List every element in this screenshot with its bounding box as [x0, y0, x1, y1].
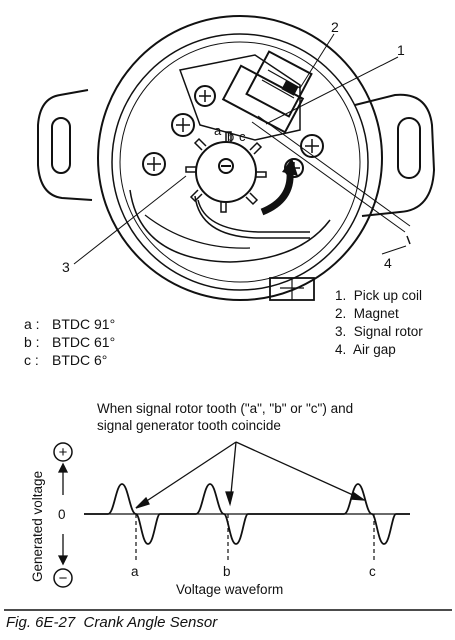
y-axis-label: Generated voltage — [30, 471, 45, 582]
screw-2 — [171, 113, 195, 137]
screw-1 — [194, 85, 216, 107]
zero-label: 0 — [58, 507, 66, 522]
timing-value-a: BTDC 91° — [52, 316, 115, 332]
note-arrows — [135, 441, 367, 509]
timing-value-c: BTDC 6° — [52, 352, 107, 368]
magnet-block — [245, 50, 313, 118]
callout-2: 2 — [331, 19, 339, 35]
marker-a: a — [131, 564, 139, 579]
rotation-arrow — [260, 171, 294, 216]
screw-4 — [142, 152, 166, 176]
down-arrow-icon — [57, 534, 69, 566]
x-axis-label: Voltage waveform — [176, 582, 283, 597]
legend-item-1: 1. Pick up coil — [335, 288, 422, 303]
sensor-drawing — [37, 15, 436, 301]
callout-4: 4 — [384, 255, 392, 271]
plus-symbol: + — [59, 444, 68, 461]
legend-item-2: 2. Magnet — [335, 306, 399, 321]
signal-rotor — [185, 131, 267, 213]
figure-caption: Fig. 6E-27 Crank Angle Sensor — [6, 614, 218, 631]
tooth-label-b: b — [227, 129, 234, 144]
timing-list: a : BTDC 91° b : BTDC 61° c : BTDC 6° — [24, 316, 115, 368]
timing-value-b: BTDC 61° — [52, 334, 115, 350]
tooth-label-a: a — [214, 123, 222, 138]
right-slot — [397, 117, 421, 179]
housing-outer — [97, 15, 383, 301]
note-line-1: When signal rotor tooth ("a", "b" or "c"… — [97, 401, 353, 416]
waveform-plot: a b c Generated voltage + − 0 Voltage wa… — [30, 442, 410, 597]
callout-1: 1 — [397, 42, 405, 58]
screw-3 — [300, 134, 324, 158]
callout-3: 3 — [62, 259, 70, 275]
left-mounting-ear — [37, 89, 93, 201]
marker-b: b — [223, 564, 231, 579]
timing-key-a: a : — [24, 316, 40, 332]
base-plate — [129, 189, 331, 263]
timing-key-c: c : — [24, 352, 39, 368]
minus-symbol-circle — [53, 568, 73, 588]
callout-leaders — [73, 33, 407, 265]
tooth-label-c: c — [239, 129, 246, 144]
wire-harness — [194, 195, 310, 239]
minus-symbol: − — [59, 570, 68, 587]
plus-symbol-circle — [53, 442, 73, 462]
legend-item-4: 4. Air gap — [335, 342, 396, 357]
coil-block — [221, 64, 305, 134]
parts-legend: 1. Pick up coil 2. Magnet 3. Signal roto… — [335, 288, 423, 357]
marker-c: c — [369, 564, 376, 579]
housing-inner — [111, 33, 369, 291]
pickup-plate — [178, 54, 301, 141]
housing-rim — [119, 41, 361, 283]
note-line-2: signal generator tooth coincide — [97, 418, 281, 433]
left-slot — [51, 117, 71, 174]
right-mounting-ear — [354, 93, 436, 217]
legend-item-3: 3. Signal rotor — [335, 324, 423, 339]
timing-key-b: b : — [24, 334, 40, 350]
air-gap-lines — [251, 115, 411, 233]
up-arrow-icon — [57, 462, 69, 495]
